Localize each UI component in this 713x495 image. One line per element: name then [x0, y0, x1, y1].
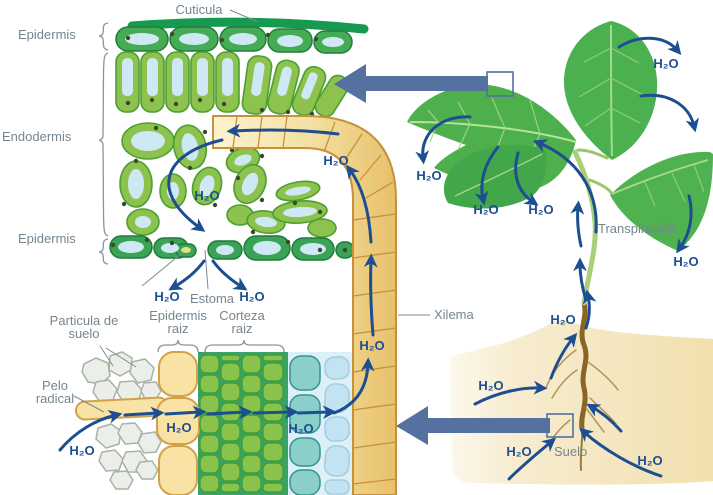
label-particula-de-suelo: Particula de suelo — [50, 314, 119, 340]
label-epidermis-raiz-line2: raiz — [167, 321, 189, 336]
h2o-label: H₂O — [550, 312, 576, 327]
pointer-lines — [73, 9, 430, 413]
zoom-indicators — [334, 64, 574, 445]
h2o-label: H₂O — [194, 188, 220, 203]
h2o-label: H₂O — [416, 168, 442, 183]
label-endodermis: Endodermis — [2, 129, 72, 144]
cuticle-layer — [127, 17, 369, 34]
label-corteza-raiz: Corteza raiz — [219, 309, 265, 335]
plant-root — [545, 300, 619, 471]
label-pelo-line1: Pelo — [41, 378, 69, 393]
label-estoma: Estoma — [189, 291, 235, 306]
h2o-label: H₂O — [673, 254, 699, 269]
label-transpiracion: Transpiración — [598, 221, 677, 236]
label-pelo-line2: radical — [35, 391, 75, 406]
label-epidermis-top: Epidermis — [18, 27, 76, 42]
pericycle-cells — [324, 356, 350, 495]
label-cuticula: Cuticula — [175, 2, 223, 17]
h2o-label: H₂O — [528, 202, 554, 217]
root-cortex-cells — [199, 354, 284, 493]
soil-particles — [81, 351, 162, 490]
h2o-label: H₂O — [653, 56, 679, 71]
zoom-box-leaf — [486, 71, 514, 97]
label-suelo: Suelo — [554, 444, 588, 459]
braces — [98, 22, 285, 353]
cell-dots — [110, 31, 348, 253]
zoom-box-root — [546, 413, 574, 438]
h2o-label: H₂O — [478, 378, 504, 393]
label-epidermis-bottom: Epidermis — [18, 231, 76, 246]
label-xilema: Xilema — [434, 307, 474, 322]
zoom-arrow-top — [334, 64, 488, 103]
h2o-label: H₂O — [154, 289, 180, 304]
water-flow-arrows — [58, 36, 700, 481]
h2o-label: H₂O — [239, 289, 265, 304]
label-particula-line1: Particula de — [49, 313, 119, 328]
h2o-label: H₂O — [359, 338, 385, 353]
h2o-label: H₂O — [288, 421, 314, 436]
h2o-label: H₂O — [637, 453, 663, 468]
zoom-arrow-bottom — [396, 406, 550, 445]
label-particula-line2: suelo — [68, 326, 100, 341]
h2o-label: H₂O — [323, 153, 349, 168]
label-corteza-raiz-line1: Corteza — [219, 308, 265, 323]
label-epidermis-raiz: Epidermis raiz — [149, 309, 207, 335]
root-cross-section — [74, 351, 353, 495]
label-epidermis-raiz-line1: Epidermis — [149, 308, 207, 323]
h2o-label: H₂O — [473, 202, 499, 217]
h2o-label: H₂O — [506, 444, 532, 459]
h2o-label: H₂O — [69, 443, 95, 458]
soil-mound — [450, 320, 713, 485]
h2o-label: H₂O — [166, 420, 192, 435]
root-hair — [74, 396, 169, 421]
leaf-cross-section — [109, 17, 369, 261]
label-pelo-radical: Pelo radical — [36, 379, 74, 405]
plant-leaves — [407, 21, 713, 251]
root-epidermis-cells — [156, 351, 200, 495]
xylem-tube — [212, 115, 397, 495]
label-corteza-raiz-line2: raiz — [231, 321, 253, 336]
